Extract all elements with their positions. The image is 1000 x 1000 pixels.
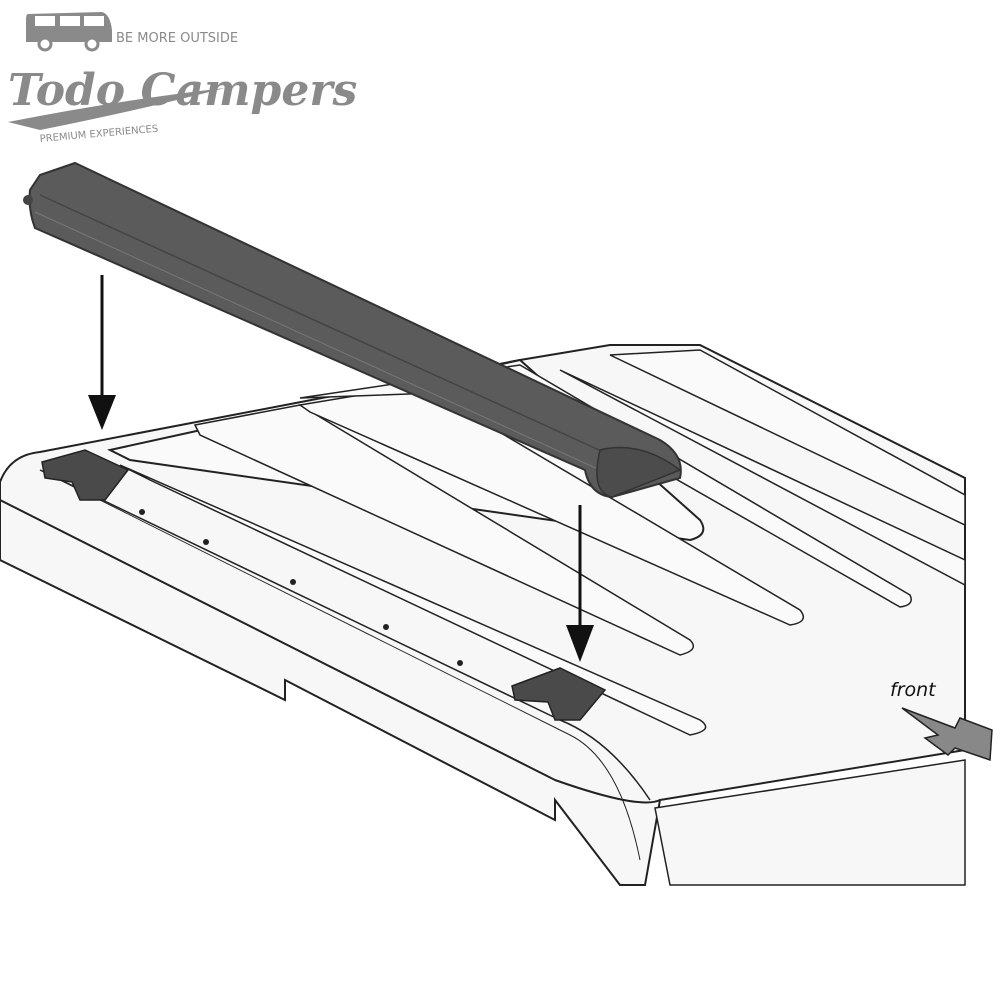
logo-brand: Todo Campers [8,65,357,116]
down-arrow-left [88,275,116,430]
mounting-foot-front [511,667,607,721]
van-icon [26,12,112,52]
front-direction-arrow [901,707,993,762]
down-arrow-right [566,505,594,662]
roof-bar [23,161,682,499]
logo-subtitle: PREMIUM EXPERIENCES [39,124,158,145]
front-label: front [890,679,937,701]
vehicle-roof [0,344,966,886]
logo: BE MORE OUTSIDE Todo Campers PREMIUM EXP… [8,12,357,145]
mounting-holes [139,509,463,666]
mounting-foot-rear [41,449,130,501]
logo-tagline: BE MORE OUTSIDE [116,31,238,46]
logo-swoosh [8,88,225,130]
